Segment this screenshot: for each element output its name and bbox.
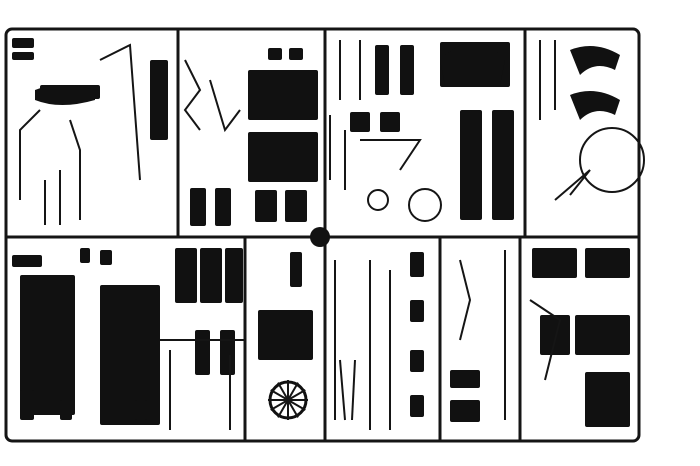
fan-blade xyxy=(287,389,306,401)
runner-21 xyxy=(529,299,562,381)
part-10 xyxy=(375,45,389,95)
part-22 xyxy=(175,248,197,303)
part-15 xyxy=(532,248,577,278)
part-33 xyxy=(100,250,112,265)
fan-blade xyxy=(277,382,289,401)
part-36 xyxy=(195,330,210,375)
outer-runner xyxy=(4,27,641,443)
runner-3 xyxy=(183,59,202,131)
part-37 xyxy=(220,330,235,375)
part-9 xyxy=(215,188,231,226)
part-0 xyxy=(12,38,34,48)
fifth-wheel-part xyxy=(440,42,505,85)
part-29 xyxy=(410,395,424,417)
part-7 xyxy=(285,190,307,222)
runner-23 xyxy=(209,79,241,133)
muffler-part xyxy=(35,85,95,105)
runner-0 xyxy=(19,109,41,200)
part-11 xyxy=(400,45,414,95)
sprue-hub xyxy=(310,227,330,247)
exhaust-part xyxy=(570,46,620,75)
exhaust-part xyxy=(570,91,620,120)
sprue-parts xyxy=(12,38,630,427)
part-4 xyxy=(248,70,318,120)
part-43 xyxy=(380,112,400,132)
part-1 xyxy=(12,52,34,60)
gear-part xyxy=(367,189,389,211)
part-31 xyxy=(450,400,480,422)
part-16 xyxy=(585,248,630,278)
part-20 xyxy=(20,275,75,415)
part-17 xyxy=(575,315,630,355)
runner-22 xyxy=(554,169,591,201)
sprue-frame xyxy=(4,27,641,443)
part-6 xyxy=(255,190,277,222)
sprue-runners xyxy=(19,40,645,430)
part-42 xyxy=(350,112,370,132)
fan-blade xyxy=(270,389,289,401)
runner-1 xyxy=(69,119,81,220)
part-3 xyxy=(150,60,168,140)
fan-blade xyxy=(287,399,299,418)
runner-10 xyxy=(360,139,422,171)
fan-blade xyxy=(287,399,306,411)
steering-wheel-part xyxy=(579,127,645,193)
part-26 xyxy=(410,252,424,277)
part-27 xyxy=(410,300,424,322)
runner-24 xyxy=(339,359,346,421)
part-34 xyxy=(80,248,90,263)
part-13 xyxy=(492,110,514,220)
part-8 xyxy=(190,188,206,226)
part-28 xyxy=(410,350,424,372)
part-41 xyxy=(289,48,303,60)
part-5 xyxy=(248,132,318,182)
part-44 xyxy=(20,390,34,420)
part-32 xyxy=(540,315,570,355)
part-18 xyxy=(585,372,630,427)
runner-2 xyxy=(99,43,141,181)
fan-blade xyxy=(287,382,299,401)
fan-blade xyxy=(270,399,289,411)
runner-16 xyxy=(459,259,472,341)
fan-blade xyxy=(277,399,289,418)
wheel-part xyxy=(408,188,442,222)
part-39 xyxy=(135,400,147,420)
part-35 xyxy=(290,252,302,287)
part-24 xyxy=(225,248,243,303)
part-21 xyxy=(100,285,160,425)
runner-25 xyxy=(351,359,356,421)
part-25 xyxy=(258,310,313,360)
part-19 xyxy=(12,255,42,267)
part-23 xyxy=(200,248,222,303)
part-40 xyxy=(268,48,282,60)
part-38 xyxy=(60,400,72,420)
part-30 xyxy=(450,370,480,388)
part-12 xyxy=(460,110,482,220)
